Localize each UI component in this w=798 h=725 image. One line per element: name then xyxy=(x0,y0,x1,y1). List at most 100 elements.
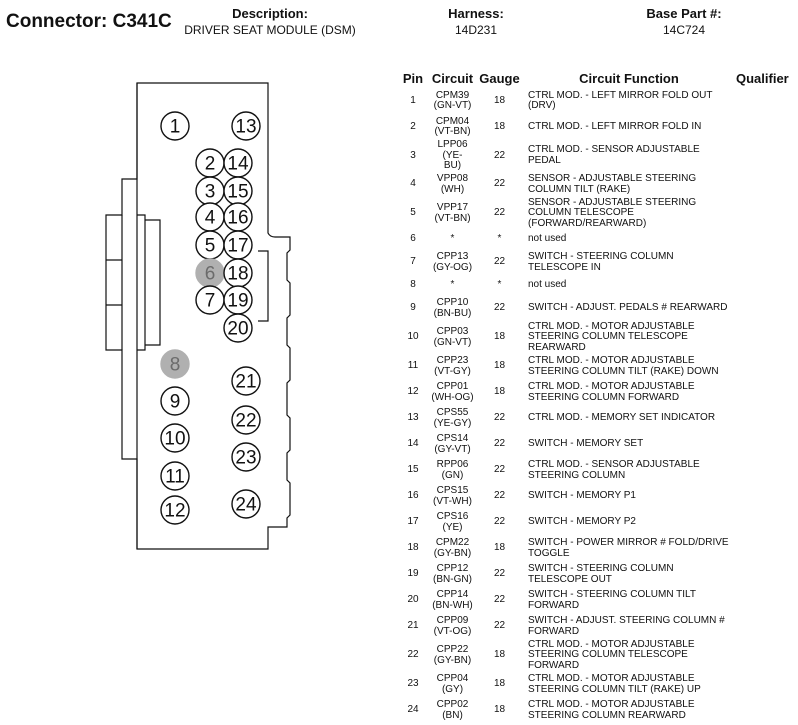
function-cell-line: FORWARD xyxy=(528,659,580,671)
header-qualifier: Qualifier xyxy=(736,71,789,86)
cavity-14: 14 xyxy=(223,148,253,178)
pin-cell: 19 xyxy=(407,568,419,580)
cavity-circle xyxy=(160,495,190,525)
qualifier-cell xyxy=(736,276,796,296)
circuit-cell-line: RPP06 xyxy=(436,459,469,470)
pin-cell: 8 xyxy=(410,279,416,291)
circuit-cell: CPP04(GY) xyxy=(428,672,477,698)
cavity-15: 15 xyxy=(223,176,253,206)
qualifier-cell xyxy=(736,698,796,724)
circuit-cell-line: CPP04 xyxy=(436,673,469,684)
gauge-cell: 18 xyxy=(493,94,506,106)
cavity-3: 3 xyxy=(195,176,225,206)
cavity-label: 5 xyxy=(205,236,216,257)
circuit-cell: CPM04(VT-BN) xyxy=(428,114,477,140)
cavity-circle xyxy=(160,386,190,416)
function-cell-line: STEERING COLUMN REARWARD xyxy=(528,709,686,721)
table-row: 6**not used xyxy=(398,230,796,250)
table-row: 8**not used xyxy=(398,276,796,296)
cavity-8: 8 xyxy=(160,349,190,379)
qualifier-cell xyxy=(736,172,796,198)
qualifier-cell xyxy=(736,672,796,698)
function-cell-line: TOGGLE xyxy=(528,547,570,559)
function-cell: not used xyxy=(522,276,736,296)
cavity-label: 20 xyxy=(227,319,248,340)
qualifier-cell xyxy=(736,296,796,322)
cavity-label: 16 xyxy=(227,208,248,229)
circuit-cell-line: CPP12 xyxy=(436,563,469,574)
gauge-cell: 22 xyxy=(493,620,506,632)
circuit-cell-line: CPP02 xyxy=(436,699,469,710)
cavity-label: 17 xyxy=(227,236,248,257)
cavity-circle xyxy=(160,423,190,453)
circuit-cell-line: CPP13 xyxy=(436,251,469,262)
base-part-value: 14C724 xyxy=(662,23,706,37)
gauge-cell: 18 xyxy=(493,120,506,132)
gauge-cell: 18 xyxy=(493,678,506,690)
function-cell-line: SENSOR - ADJUSTABLE STEERING xyxy=(528,173,697,184)
pin-cell: 6 xyxy=(410,233,416,245)
gauge-cell: * xyxy=(497,233,502,245)
pin-cell: 4 xyxy=(410,178,416,190)
cavity-9: 9 xyxy=(160,386,190,416)
gauge-cell: 18 xyxy=(493,542,506,554)
circuit-cell: VPP17(VT-BN) xyxy=(428,198,477,230)
function-cell-line: CTRL MOD. - MOTOR ADJUSTABLE xyxy=(528,699,695,710)
gauge-cell: 18 xyxy=(493,704,506,716)
pin-cell: 9 xyxy=(410,302,416,314)
header-pin: Pin xyxy=(402,71,424,86)
qualifier-cell xyxy=(736,588,796,614)
circuit-cell: CPS16(YE) xyxy=(428,510,477,536)
function-cell-line: CTRL MOD. - MEMORY SET INDICATOR xyxy=(528,412,716,424)
function-cell-line: SWITCH - MEMORY P1 xyxy=(528,490,636,502)
gauge-cell: 22 xyxy=(493,149,506,161)
pin-cell: 5 xyxy=(410,207,416,219)
function-cell-line: STEERING COLUMN FORWARD xyxy=(528,391,680,403)
gauge-cell: 22 xyxy=(493,178,506,190)
pin-cell: 15 xyxy=(407,464,419,476)
pin-cell: 23 xyxy=(407,678,419,690)
header-gauge: Gauge xyxy=(479,71,520,86)
gauge-cell: 22 xyxy=(493,516,506,528)
function-cell-line: STEERING COLUMN TELESCOPE xyxy=(528,649,688,661)
circuit-cell-line: CPP01 xyxy=(436,381,469,392)
cavity-label: 19 xyxy=(227,291,248,312)
pin-cell: 16 xyxy=(407,490,419,502)
circuit-cell: CPP03(GN-VT) xyxy=(428,322,477,354)
circuit-cell-line: (WH) xyxy=(440,183,465,195)
qualifier-cell xyxy=(736,88,796,114)
description-value: DRIVER SEAT MODULE (DSM) xyxy=(184,23,356,37)
function-cell-line: TELESCOPE IN xyxy=(528,261,601,273)
function-cell-line: FORWARD xyxy=(528,599,580,611)
cavity-label: 1 xyxy=(170,117,181,138)
connector-title: Connector: C341C xyxy=(6,11,172,33)
function-cell-line: CTRL MOD. - SENSOR ADJUSTABLE xyxy=(528,459,700,470)
circuit-cell-line: CPP03 xyxy=(436,326,469,337)
qualifier-cell xyxy=(736,640,796,672)
function-cell-line: STEERING COLUMN TILT (RAKE) UP xyxy=(528,683,701,695)
pin-table: Pin Circuit Gauge Circuit Function Quali… xyxy=(398,69,796,724)
circuit-cell-line: (VT-BN) xyxy=(434,126,471,137)
gauge-cell: 18 xyxy=(493,331,506,343)
circuit-cell-line: (GY-BN) xyxy=(433,654,472,666)
cavity-circle xyxy=(231,111,261,141)
function-cell: SWITCH - MEMORY SET xyxy=(522,432,736,458)
circuit-cell-line: (GY-BN) xyxy=(433,547,472,559)
function-cell: SWITCH - MEMORY P1 xyxy=(522,484,736,510)
cavity-label: 23 xyxy=(235,448,256,469)
cavity-label: 12 xyxy=(164,501,185,522)
circuit-cell-line: CPS16 xyxy=(436,511,469,522)
header-circuit: Circuit xyxy=(431,71,474,86)
